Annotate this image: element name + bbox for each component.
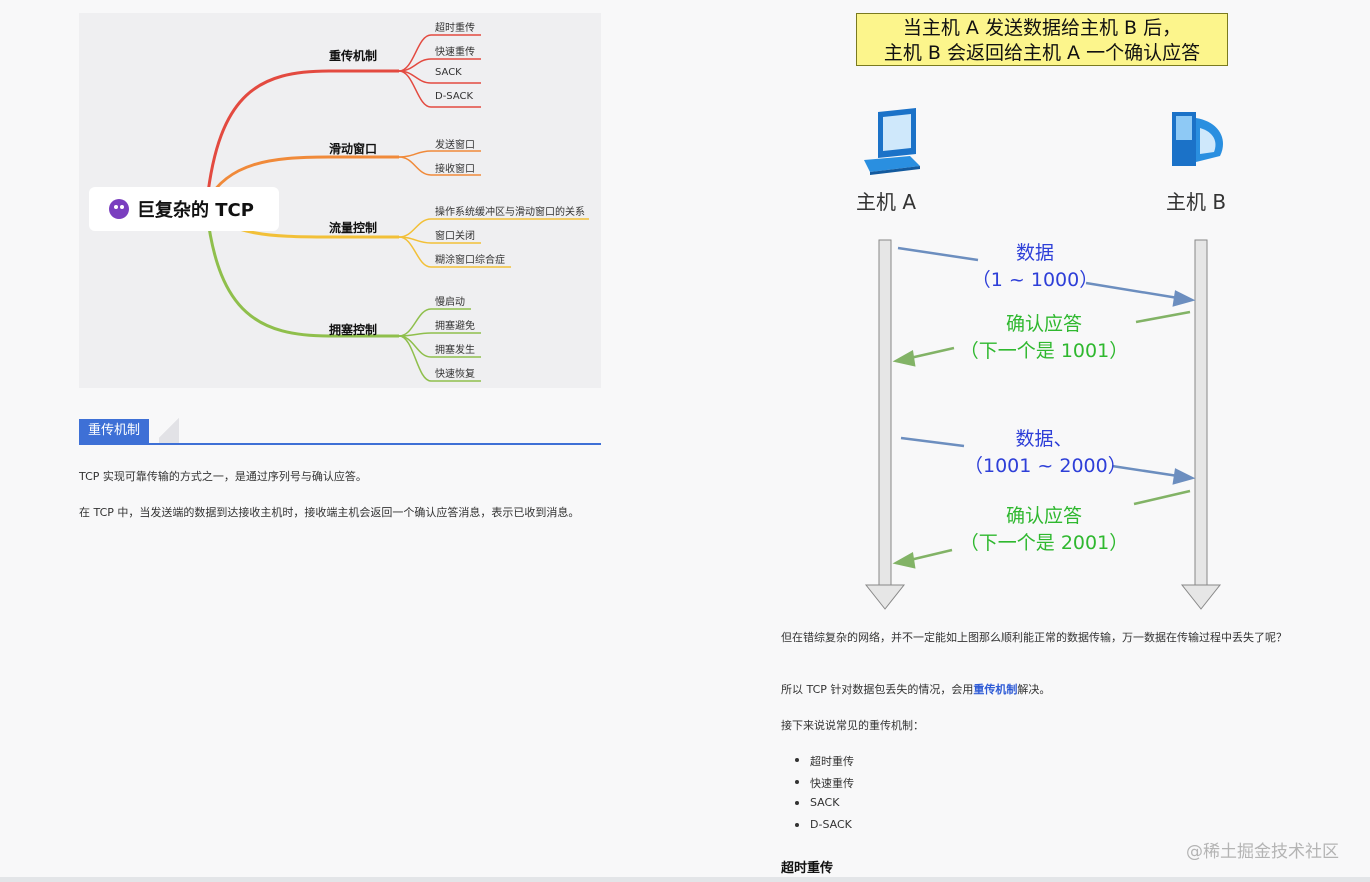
arrow-head [892,350,916,367]
data-label-1: 数据 （1 ~ 1000） [960,240,1110,294]
subheading: 超时重传 [781,861,834,876]
list-item: 超时重传 [795,755,854,768]
sequence-diagram [864,108,1223,610]
ack-arrow-segment [1135,310,1191,324]
ack-arrow-segment [1133,489,1191,506]
devil-emoji-icon [109,199,129,219]
branch-retrans: 重传机制 [329,49,378,63]
leaf-item: 糊涂窗口综合症 [435,255,505,266]
tcp-mindmap: 巨复杂的 TCP 重传机制 滑动窗口 流量控制 拥塞控制 超时重传 快速重传 S… [79,13,601,388]
label-line: 数据 [1015,242,1054,264]
ack-arrow-segment [909,346,955,360]
horizontal-scrollbar[interactable] [0,877,1370,882]
paragraph: 接下来说说常见的重传机制： [781,719,924,732]
leaf-item: 发送窗口 [435,140,475,151]
text-span: 解决。 [1017,683,1051,696]
text-span: 所以 TCP 针对数据包丢失的情况，会用 [781,683,974,696]
leaf-item: D-SACK [435,91,474,102]
data-label-2: 数据、 （1001 ~ 2000） [964,426,1127,480]
leaf-item: 快速恢复 [435,369,475,380]
leaf-item: SACK [435,67,462,78]
data-arrow-segment [1111,464,1179,478]
list-item: SACK [794,796,840,809]
leaf-item: 窗口关闭 [435,231,475,242]
section-title: 重传机制 [79,419,150,443]
banner-line: 主机 B 会返回给主机 A 一个确认应答 [883,42,1201,64]
leaf-item: 拥塞发生 [435,345,475,356]
leaf-item: 拥塞避免 [435,321,475,332]
branch-congestion-control: 拥塞控制 [329,323,378,337]
branch-flow-control: 流量控制 [329,221,378,235]
leaf-item: 超时重传 [435,23,475,34]
paragraph: 所以 TCP 针对数据包丢失的情况，会用重传机制解决。 [781,682,1301,697]
mindmap-root-label: 巨复杂的 TCP [137,200,254,221]
computer-icon [864,108,920,175]
list-item: D-SACK [795,818,852,831]
retrans-link[interactable]: 重传机制 [973,683,1018,696]
label-line: （1001 ~ 2000） [964,455,1127,477]
lifeline-b [1180,239,1222,610]
data-arrow-segment [897,246,979,262]
ack-arrow-segment [909,548,953,562]
lifeline-a [864,239,906,610]
arrow-head [1172,290,1196,307]
label-line: 确认应答 [1005,505,1082,527]
paragraph: 但在错综复杂的网络，并不一定能如上图那么顺利能正常的数据传输，万一数据在传输过程… [781,631,1287,644]
label-line: 确认应答 [1005,313,1082,335]
label-line: （下一个是 1001） [959,340,1129,362]
leaf-item: 快速重传 [435,47,475,58]
label-line: 数据、 [1015,428,1073,450]
arrow-head [1172,468,1196,485]
diagram-banner: 当主机 A 发送数据给主机 B 后， 主机 B 会返回给主机 A 一个确认应答 [856,13,1228,66]
watermark: @稀土掘金技术社区 [1186,842,1339,862]
branch-sliding-window: 滑动窗口 [329,142,378,156]
mindmap-root: 巨复杂的 TCP [89,187,279,231]
ack-label-1: 确认应答 （下一个是 1001） [954,311,1134,365]
paragraph: 在 TCP 中，当发送端的数据到达接收主机时，接收端主机会返回一个确认应答消息，… [79,506,580,519]
paragraph: TCP 实现可靠传输的方式之一，是通过序列号与确认应答。 [79,470,367,483]
computer-icon [1172,112,1223,166]
ack-label-2: 确认应答 （下一个是 2001） [954,503,1134,557]
section-heading: 重传机制 [79,412,601,445]
connector-retrans [205,69,399,202]
data-arrow-segment [1085,281,1179,300]
label-line: （下一个是 2001） [959,532,1129,554]
data-arrow-segment [900,436,965,448]
leaf-item: 慢启动 [435,297,465,308]
list-item: 快速重传 [795,777,854,790]
label-line: （1 ~ 1000） [971,269,1099,291]
host-a-label: 主机 A [856,190,917,214]
banner-line: 当主机 A 发送数据给主机 B 后， [902,17,1182,39]
host-b-label: 主机 B [1166,190,1227,214]
leaf-item: 操作系统缓冲区与滑动窗口的关系 [435,207,585,218]
arrow-head [892,552,916,569]
connector-congestion [205,212,399,338]
leaf-item: 接收窗口 [435,164,475,175]
